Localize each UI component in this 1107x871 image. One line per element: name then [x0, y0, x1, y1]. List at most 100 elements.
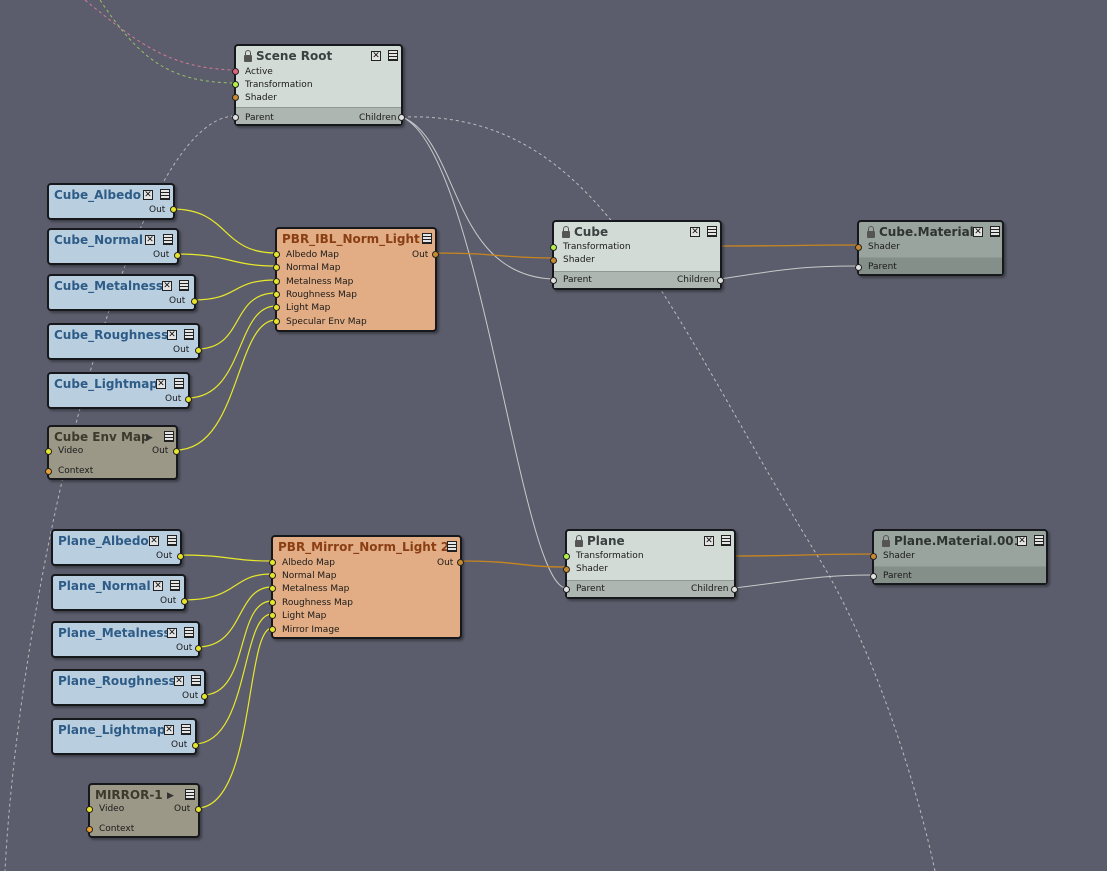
menu-icon[interactable] [191, 675, 201, 686]
menu-icon[interactable] [179, 280, 189, 291]
menu-icon[interactable] [721, 535, 731, 546]
node-plane[interactable]: Plane ✕ Transformation Shader Parent Chi… [563, 529, 738, 599]
node-plane-lightmap[interactable]: Plane_Lightmap ✕ Out [51, 718, 199, 755]
node-cube-albedo[interactable]: Cube_Albedo ✕ Out [47, 183, 177, 220]
port-out[interactable] [432, 251, 439, 258]
port-mirror-image[interactable] [269, 626, 276, 633]
close-icon[interactable]: ✕ [174, 676, 184, 686]
play-icon[interactable]: ▶ [167, 791, 174, 801]
port-out[interactable] [173, 448, 180, 455]
node-plane-normal[interactable]: Plane_Normal ✕ Out [51, 574, 188, 611]
close-icon[interactable]: ✕ [153, 581, 163, 591]
port-out[interactable] [181, 598, 188, 605]
port-albedo-map[interactable] [273, 251, 280, 258]
menu-icon[interactable] [707, 226, 717, 237]
port-shader[interactable] [550, 257, 557, 264]
port-video[interactable] [45, 448, 52, 455]
close-icon[interactable]: ✕ [167, 628, 177, 638]
close-icon[interactable]: ✕ [1017, 536, 1027, 546]
port-out[interactable] [177, 553, 184, 560]
port-context[interactable] [86, 826, 93, 833]
port-children[interactable] [398, 114, 405, 121]
port-parent[interactable] [870, 573, 877, 580]
node-cube-lightmap[interactable]: Cube_Lightmap ✕ Out [47, 372, 192, 409]
port-transformation[interactable] [232, 81, 239, 88]
close-icon[interactable]: ✕ [156, 379, 166, 389]
close-icon[interactable]: ✕ [690, 227, 700, 237]
close-icon[interactable]: ✕ [143, 190, 153, 200]
node-cube-roughness[interactable]: Cube_Roughness ✕ Out [47, 323, 202, 360]
port-parent[interactable] [550, 277, 557, 284]
port-shader[interactable] [563, 566, 570, 573]
port-metalness-map[interactable] [269, 585, 276, 592]
node-plane-roughness[interactable]: Plane_Roughness ✕ Out [51, 669, 208, 706]
close-icon[interactable]: ✕ [149, 536, 159, 546]
port-active[interactable] [232, 68, 239, 75]
close-icon[interactable]: ✕ [167, 330, 177, 340]
port-out[interactable] [195, 347, 202, 354]
menu-icon[interactable] [184, 329, 194, 340]
close-icon[interactable]: ✕ [371, 51, 381, 61]
port-out[interactable] [192, 742, 199, 749]
menu-icon[interactable] [447, 541, 457, 552]
port-out[interactable] [191, 298, 198, 305]
node-plane-material-001[interactable]: Plane.Material.001 ✕ Shader Parent [870, 529, 1048, 585]
menu-icon[interactable] [184, 627, 194, 638]
port-context[interactable] [45, 468, 52, 475]
close-icon[interactable]: ✕ [145, 235, 155, 245]
port-parent[interactable] [232, 114, 239, 121]
close-icon[interactable]: ✕ [164, 725, 174, 735]
menu-icon[interactable] [164, 431, 174, 442]
port-out[interactable] [170, 206, 177, 213]
port-out[interactable] [457, 559, 464, 566]
close-icon[interactable]: ✕ [704, 536, 714, 546]
port-roughness-map[interactable] [269, 599, 276, 606]
menu-icon[interactable] [388, 50, 398, 61]
node-cube-env-map[interactable]: Cube Env Map ▶ Video Out Context [45, 425, 180, 480]
port-parent[interactable] [563, 586, 570, 593]
node-cube-material[interactable]: Cube.Material ✕ Shader Parent [855, 220, 1004, 276]
port-out[interactable] [201, 693, 208, 700]
node-scene-root[interactable]: Scene Root ✕ Active Transformation Shade… [232, 44, 405, 126]
port-out[interactable] [195, 806, 202, 813]
port-shader[interactable] [855, 244, 862, 251]
node-mirror-1[interactable]: MIRROR-1 ▶ Video Out Context [86, 783, 202, 838]
node-plane-metalness[interactable]: Plane_Metalness ✕ Out [51, 621, 202, 658]
port-normal-map[interactable] [269, 572, 276, 579]
menu-icon[interactable] [990, 226, 1000, 237]
port-shader[interactable] [232, 94, 239, 101]
port-roughness-map[interactable] [273, 291, 280, 298]
menu-icon[interactable] [422, 233, 432, 244]
node-plane-albedo[interactable]: Plane_Albedo ✕ Out [51, 529, 184, 566]
port-transformation[interactable] [563, 553, 570, 560]
port-parent[interactable] [855, 264, 862, 271]
port-transformation[interactable] [550, 244, 557, 251]
menu-icon[interactable] [185, 789, 195, 800]
port-children[interactable] [731, 586, 738, 593]
node-pbr-ibl-norm-light[interactable]: PBR_IBL_Norm_Light Out Albedo Map Normal… [273, 227, 439, 332]
port-light-map[interactable] [269, 612, 276, 619]
port-shader[interactable] [870, 553, 877, 560]
menu-icon[interactable] [181, 724, 191, 735]
port-light-map[interactable] [273, 304, 280, 311]
port-video[interactable] [86, 806, 93, 813]
port-specular-env-map[interactable] [273, 318, 280, 325]
menu-icon[interactable] [1034, 535, 1044, 546]
node-pbr-mirror-norm-light-2[interactable]: PBR_Mirror_Norm_Light 2 Out Albedo Map N… [269, 535, 464, 639]
node-cube[interactable]: Cube ✕ Transformation Shader Parent Chil… [550, 220, 724, 290]
menu-icon[interactable] [167, 535, 177, 546]
port-out[interactable] [174, 252, 181, 259]
node-cube-metalness[interactable]: Cube_Metalness ✕ Out [47, 274, 198, 311]
port-metalness-map[interactable] [273, 278, 280, 285]
port-children[interactable] [717, 277, 724, 284]
menu-icon[interactable] [174, 378, 184, 389]
port-out[interactable] [195, 645, 202, 652]
menu-icon[interactable] [160, 189, 170, 200]
menu-icon[interactable] [163, 234, 173, 245]
close-icon[interactable]: ✕ [973, 227, 983, 237]
menu-icon[interactable] [170, 580, 180, 591]
port-albedo-map[interactable] [269, 559, 276, 566]
node-cube-normal[interactable]: Cube_Normal ✕ Out [47, 228, 181, 265]
close-icon[interactable]: ✕ [162, 281, 172, 291]
play-icon[interactable]: ▶ [146, 433, 153, 443]
